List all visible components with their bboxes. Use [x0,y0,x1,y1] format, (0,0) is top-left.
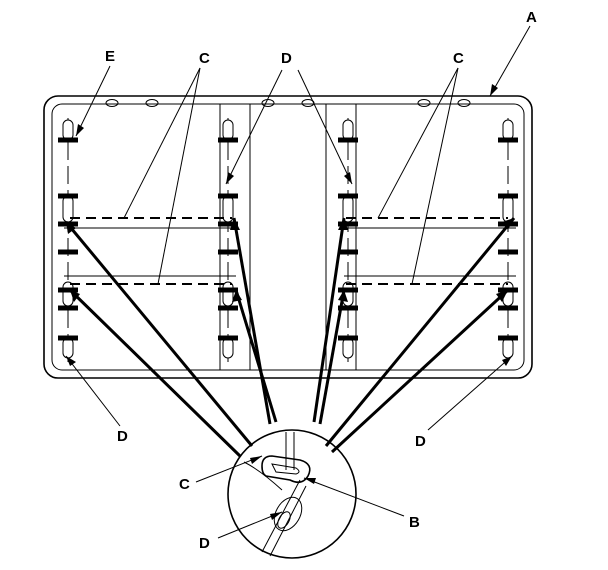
detail-circle [227,429,357,559]
label-e: E [105,48,115,65]
label-d-detail: D [199,535,210,552]
rail-slot [62,119,74,141]
label-a: A [526,9,537,26]
rails [58,118,518,362]
label-c-top-right: C [453,50,464,67]
label-d-top: D [281,50,292,67]
arrowheads [66,218,514,302]
label-d-bottom-right: D [415,433,426,450]
leader-lines [65,25,531,539]
label-b: B [409,514,420,531]
rail-slot [502,119,514,141]
rail-slot [502,337,514,359]
label-c-detail: C [179,476,190,493]
label-d-bottom-left: D [117,428,128,445]
rail-slot [342,119,354,141]
label-c-top-left: C [199,50,210,67]
dashed-straps [70,217,508,285]
rail-slot [222,119,234,141]
rail-slot [222,281,234,307]
panel [43,95,533,379]
rail-slot [222,337,234,359]
rail-slot [342,337,354,359]
rail-slot [62,337,74,359]
clip-arrows [64,217,516,458]
